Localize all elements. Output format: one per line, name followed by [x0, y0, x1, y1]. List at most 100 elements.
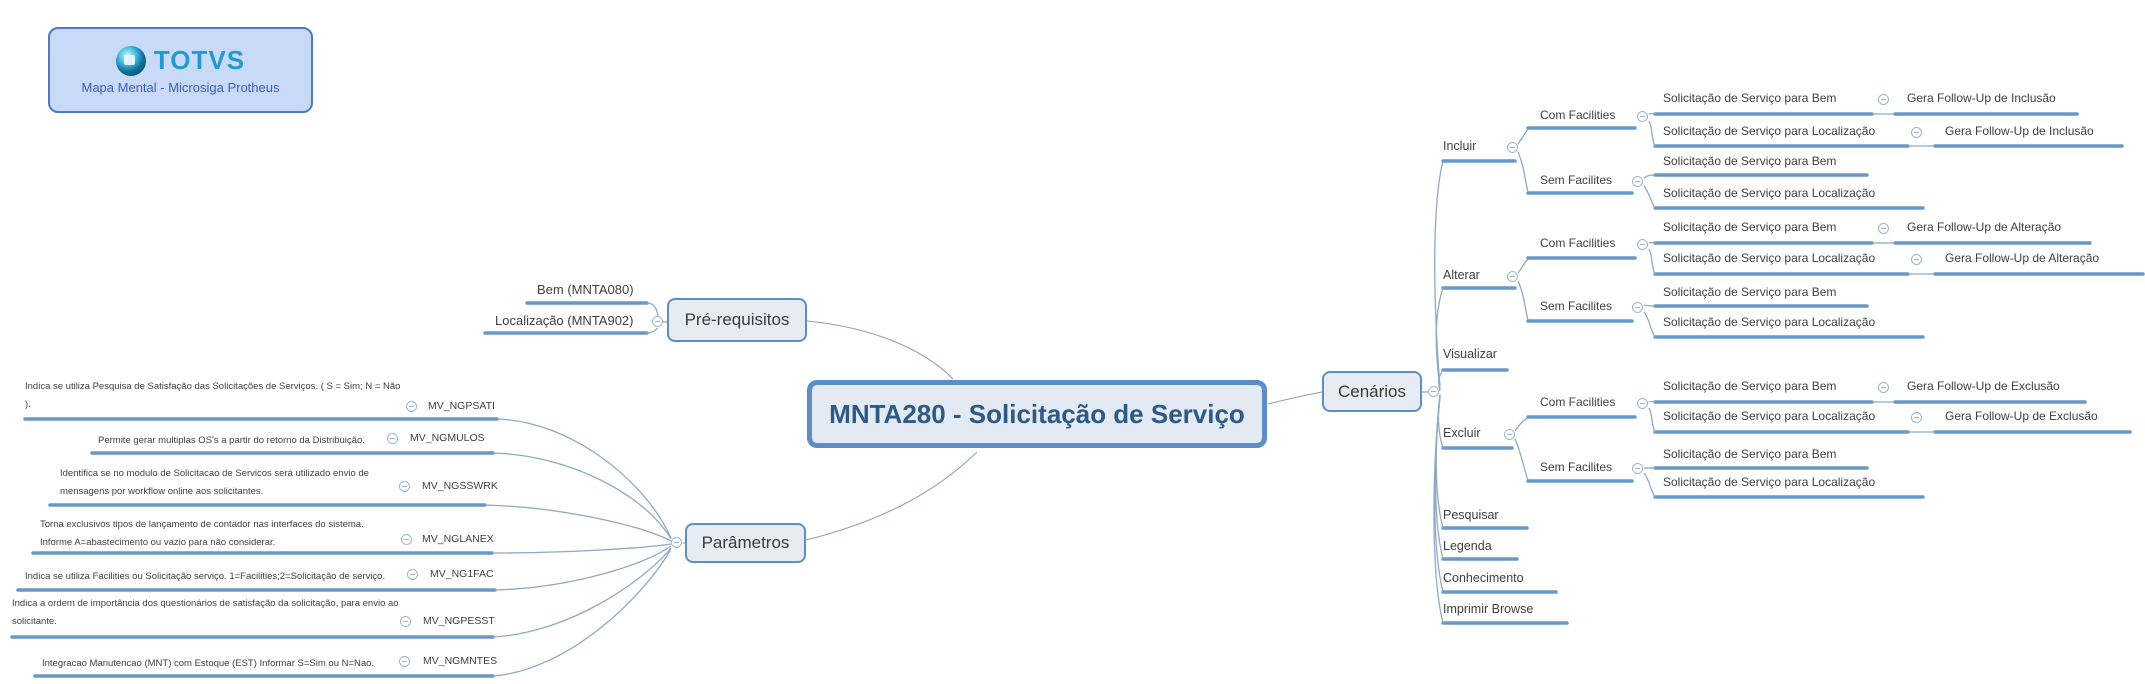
param-code-ngpsati[interactable]: MV_NGPSATI [428, 400, 495, 412]
excluir-com-facilities[interactable]: Com Facilities [1540, 395, 1616, 409]
excluir-sem-facilites[interactable]: Sem Facilites [1540, 460, 1613, 474]
collapse-icon-ngpesst[interactable] [400, 616, 411, 627]
param-code-nglanex[interactable]: MV_NGLANEX [422, 533, 494, 545]
scenario-incluir[interactable]: Incluir [1443, 139, 1477, 153]
collapse-icon-ng1fac[interactable] [407, 569, 418, 580]
inc-com-loc[interactable]: Solicitação de Serviço para Localização [1663, 124, 1876, 138]
curve-param-1 [496, 418, 672, 539]
parameters-node[interactable]: Parâmetros [685, 523, 806, 563]
brace-excluir-com [1514, 417, 1529, 432]
param-desc-nglanex[interactable]: Torna exclusivos tipos de lançamento de … [40, 519, 364, 548]
brace-prereq-bottom [646, 327, 659, 334]
brace-alt-sem-bem [1643, 304, 1656, 307]
exc-bem-followup[interactable]: Gera Follow-Up de Exclusão [1907, 379, 2060, 393]
brace-exc-sem-loc [1643, 472, 1656, 498]
curve-param-6 [492, 547, 672, 638]
curve-params-root [805, 451, 978, 541]
curve-cen-alterar [1435, 287, 1444, 390]
brace-alt-com-loc [1648, 248, 1656, 275]
param-code-ng1fac[interactable]: MV_NG1FAC [430, 568, 494, 580]
exc-sem-bem[interactable]: Solicitação de Serviço para Bem [1663, 447, 1837, 461]
alt-loc-followup[interactable]: Gera Follow-Up de Alteração [1945, 251, 2100, 265]
exc-com-loc[interactable]: Solicitação de Serviço para Localização [1663, 409, 1876, 423]
brace-excluir-sem [1514, 438, 1529, 481]
incluir-com-facilities[interactable]: Com Facilities [1540, 108, 1616, 122]
scenario-visualizar[interactable]: Visualizar [1443, 347, 1497, 361]
collapse-icon-incluir-sem[interactable] [1632, 176, 1643, 187]
totvs-brand-text: TOTVS [153, 45, 246, 75]
param-desc-ngsswrk[interactable]: Identifica se no modulo de Solicitacao d… [60, 468, 369, 497]
inc-com-bem[interactable]: Solicitação de Serviço para Bem [1663, 91, 1837, 105]
param-desc-ngmntes[interactable]: Integracao Manutencao (MNT) com Estoque … [42, 658, 375, 669]
scenario-conhecimento[interactable]: Conhecimento [1443, 571, 1524, 585]
alt-com-bem[interactable]: Solicitação de Serviço para Bem [1663, 220, 1837, 234]
collapse-icon-alt-loc[interactable] [1911, 254, 1922, 265]
scenario-imprimir-browse[interactable]: Imprimir Browse [1443, 602, 1534, 616]
alterar-sem-facilites[interactable]: Sem Facilites [1540, 299, 1613, 313]
param-desc-ngmulos[interactable]: Permite gerar multiplas OS's a partir do… [98, 435, 365, 446]
curve-cen-incluir [1434, 160, 1444, 387]
scenario-pesquisar[interactable]: Pesquisar [1443, 508, 1499, 522]
collapse-icon-nglanex[interactable] [401, 534, 412, 545]
incluir-sem-facilites[interactable]: Sem Facilites [1540, 173, 1613, 187]
collapse-icon-ngsswrk[interactable] [399, 481, 410, 492]
alt-sem-bem[interactable]: Solicitação de Serviço para Bem [1663, 285, 1837, 299]
root-node[interactable]: MNTA280 - Solicitação de Serviço [807, 380, 1267, 448]
alt-sem-loc[interactable]: Solicitação de Serviço para Localização [1663, 315, 1876, 329]
connector-curves [484, 112, 1935, 677]
collapse-icon-alt-bem[interactable] [1878, 223, 1889, 234]
alterar-com-facilities[interactable]: Com Facilities [1540, 236, 1616, 250]
collapse-icon-scenarios[interactable] [1428, 386, 1439, 397]
collapse-icon-parameters[interactable] [671, 537, 682, 548]
scenario-excluir[interactable]: Excluir [1443, 426, 1481, 440]
alt-bem-followup[interactable]: Gera Follow-Up de Alteração [1907, 220, 2062, 234]
underline-bars [10, 112, 2145, 678]
collapse-icon-ngpsati[interactable] [406, 401, 417, 412]
param-code-ngmulos[interactable]: MV_NGMULOS [410, 432, 485, 444]
collapse-icon-excluir-com[interactable] [1637, 398, 1648, 409]
scenarios-node[interactable]: Cenários [1322, 371, 1422, 412]
collapse-icon-alterar-com[interactable] [1637, 239, 1648, 250]
curve-prereq-root [806, 320, 954, 380]
inc-loc-followup[interactable]: Gera Follow-Up de Inclusão [1945, 124, 2094, 138]
brace-alt-sem-loc [1643, 311, 1656, 338]
collapse-icon-excluir-sem[interactable] [1632, 463, 1643, 474]
param-code-ngsswrk[interactable]: MV_NGSSWRK [422, 480, 498, 492]
brace-exc-com-loc [1648, 407, 1656, 433]
collapse-icon-exc-bem[interactable] [1878, 382, 1889, 393]
inc-sem-loc[interactable]: Solicitação de Serviço para Localização [1663, 186, 1876, 200]
collapse-icon-alterar-sem[interactable] [1632, 302, 1643, 313]
collapse-icon-prerequisites[interactable] [652, 316, 663, 327]
collapse-icon-alterar[interactable] [1507, 271, 1518, 282]
inc-bem-followup[interactable]: Gera Follow-Up de Inclusão [1907, 91, 2056, 105]
collapse-icon-exc-loc[interactable] [1911, 412, 1922, 423]
logo-subtitle: Mapa Mental - Microsiga Protheus [81, 80, 280, 95]
prereq-item-localizacao[interactable]: Localização (MNTA902) [495, 313, 634, 328]
collapse-icon-incluir-com[interactable] [1637, 111, 1648, 122]
param-code-ngmntes[interactable]: MV_NGMNTES [423, 655, 498, 667]
exc-com-bem[interactable]: Solicitação de Serviço para Bem [1663, 379, 1837, 393]
param-code-ngpesst[interactable]: MV_NGPESST [423, 615, 495, 627]
alt-com-loc[interactable]: Solicitação de Serviço para Localização [1663, 251, 1876, 265]
collapse-icon-inc-loc[interactable] [1911, 127, 1922, 138]
brace-alterar-com [1517, 258, 1529, 274]
param-desc-ng1fac[interactable]: Indica se utiliza Facilities ou Solicita… [25, 571, 386, 582]
param-desc-ngpesst[interactable]: Indica a ordem de importância dos questi… [12, 598, 399, 627]
curve-param-7 [492, 548, 672, 677]
prerequisites-node[interactable]: Pré-requisitos [667, 298, 807, 342]
scenario-alterar[interactable]: Alterar [1443, 268, 1480, 282]
brace-alterar-sem [1517, 280, 1529, 321]
collapse-icon-incluir[interactable] [1507, 142, 1518, 153]
collapse-icon-inc-bem[interactable] [1878, 94, 1889, 105]
brace-inc-sem-bem [1643, 174, 1656, 179]
prereq-item-bem[interactable]: Bem (MNTA080) [537, 282, 634, 297]
inc-sem-bem[interactable]: Solicitação de Serviço para Bem [1663, 154, 1837, 168]
collapse-icon-ngmulos[interactable] [387, 433, 398, 444]
scenario-legenda[interactable]: Legenda [1443, 539, 1492, 553]
collapse-icon-excluir[interactable] [1504, 429, 1515, 440]
param-desc-ngpsati[interactable]: Indica se utiliza Pesquisa de Satisfação… [25, 381, 401, 410]
collapse-icon-ngmntes[interactable] [399, 656, 410, 667]
exc-loc-followup[interactable]: Gera Follow-Up de Exclusão [1945, 409, 2098, 423]
exc-sem-loc[interactable]: Solicitação de Serviço para Localização [1663, 475, 1876, 489]
